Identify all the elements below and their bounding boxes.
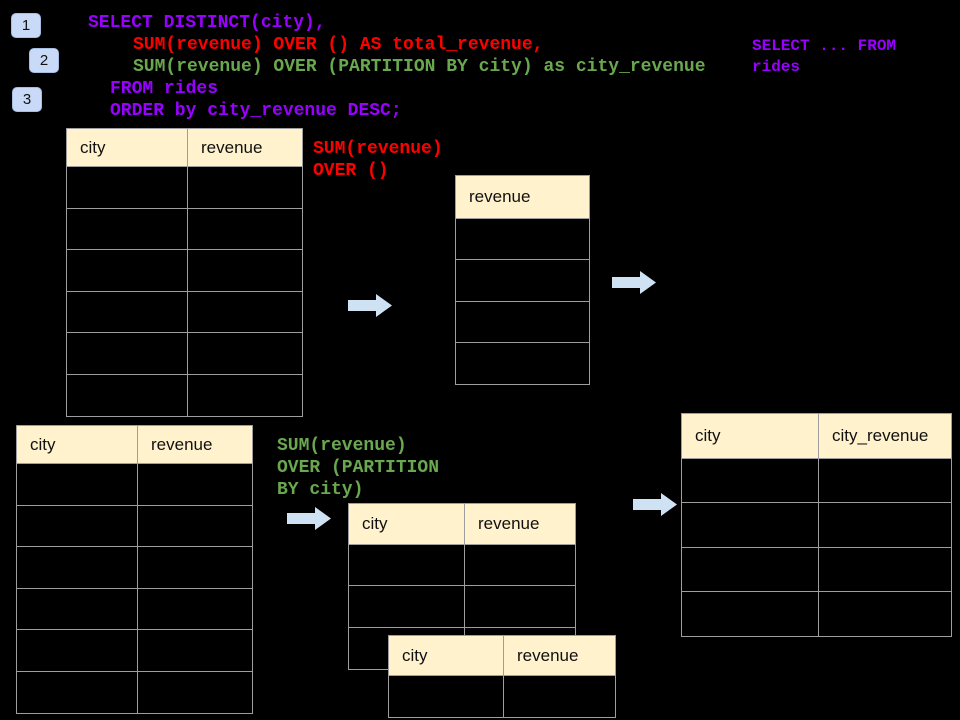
table-body xyxy=(17,464,252,713)
right-arrow-icon xyxy=(612,269,657,296)
table-row xyxy=(682,459,951,504)
step-badge-2: 2 xyxy=(29,48,59,73)
column-header-city: city xyxy=(402,645,428,665)
column-header-revenue: revenue xyxy=(137,426,252,463)
sql-line-from: FROM rides xyxy=(110,79,219,99)
table-row xyxy=(67,374,302,416)
side-note-line-2: rides xyxy=(752,58,801,76)
step-badge-3: 3 xyxy=(12,87,42,112)
table-partition-input-overlay: city revenue xyxy=(388,635,616,718)
table-row xyxy=(67,167,302,209)
sql-line-city-revenue: SUM(revenue) OVER (PARTITION BY city) as… xyxy=(133,57,706,77)
table-row xyxy=(17,588,252,630)
table-row xyxy=(67,250,302,292)
table-body xyxy=(682,459,951,636)
table-result: city city_revenue xyxy=(681,413,952,637)
table-row xyxy=(17,671,252,713)
column-header-revenue: revenue xyxy=(187,129,302,166)
column-header-revenue: revenue xyxy=(464,504,575,544)
column-header-city: city xyxy=(80,137,106,157)
table-row xyxy=(17,505,252,547)
table-header-row: city city_revenue xyxy=(682,414,951,459)
table-row xyxy=(17,630,252,672)
step-badge-1: 1 xyxy=(11,13,41,38)
annotation-partition-line-2: OVER (PARTITION xyxy=(277,458,440,478)
table-row xyxy=(456,302,589,343)
table-partition-input: city revenue xyxy=(348,503,576,670)
table-row xyxy=(349,545,575,587)
column-header-city: city xyxy=(695,426,721,445)
annotation-total-line-2: OVER () xyxy=(313,161,389,181)
table-row xyxy=(67,333,302,375)
right-arrow-icon xyxy=(348,292,393,319)
annotation-partition-line-3: BY city) xyxy=(277,480,364,500)
table-row xyxy=(67,208,302,250)
column-header-revenue: revenue xyxy=(469,187,531,206)
table-header-row: city revenue xyxy=(349,504,575,545)
table-source-bottom: city revenue xyxy=(16,425,253,714)
annotation-total-line-1: SUM(revenue) xyxy=(313,139,443,159)
table-row xyxy=(389,676,615,717)
table-body xyxy=(67,167,302,416)
side-note-select-from-rides: SELECT ... FROM rides xyxy=(752,36,896,78)
table-body xyxy=(456,219,589,384)
column-header-city-revenue: city_revenue xyxy=(818,414,951,458)
right-arrow-icon xyxy=(633,491,678,518)
table-row xyxy=(456,343,589,384)
table-window-total: revenue xyxy=(455,175,590,385)
table-row xyxy=(682,503,951,548)
table-row xyxy=(682,547,951,592)
side-note-line-1: SELECT ... FROM xyxy=(752,37,897,55)
column-header-city: city xyxy=(30,434,56,454)
table-row xyxy=(349,586,575,628)
table-row xyxy=(17,464,252,506)
table-row xyxy=(682,591,951,636)
right-arrow-icon xyxy=(287,505,332,532)
table-header-row: revenue xyxy=(456,176,589,219)
table-header-row: city revenue xyxy=(389,636,615,676)
table-body xyxy=(389,676,615,717)
table-row xyxy=(17,547,252,589)
table-header-row: city revenue xyxy=(17,426,252,464)
sql-line-select: SELECT DISTINCT(city), xyxy=(88,13,326,33)
sql-line-order-by: ORDER by city_revenue DESC; xyxy=(110,101,402,121)
table-row xyxy=(456,219,589,261)
table-row xyxy=(67,291,302,333)
table-source-top: city revenue xyxy=(66,128,303,417)
column-header-city: city xyxy=(362,514,388,533)
annotation-partition-line-1: SUM(revenue) xyxy=(277,436,407,456)
annotation-total-revenue: SUM(revenue)OVER () xyxy=(313,138,443,182)
sql-line-total-revenue: SUM(revenue) OVER () AS total_revenue, xyxy=(133,35,544,55)
column-header-revenue: revenue xyxy=(503,636,615,675)
table-header-row: city revenue xyxy=(67,129,302,167)
table-row xyxy=(456,260,589,302)
